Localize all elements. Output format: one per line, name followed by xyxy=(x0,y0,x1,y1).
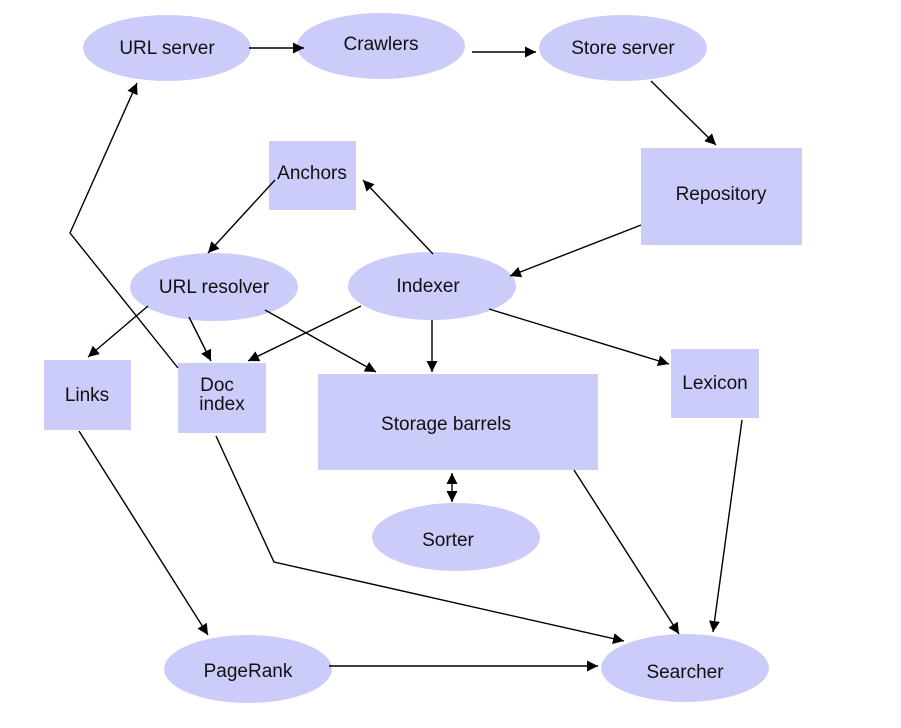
storage-barrels-node: Storage barrels xyxy=(318,374,598,470)
crawlers-label: Crawlers xyxy=(344,34,419,55)
url-server-node: URL server xyxy=(83,15,251,81)
searcher-label: Searcher xyxy=(646,662,724,683)
lexicon-node: Lexicon xyxy=(671,349,759,418)
edge-anchors-to-url-resolver xyxy=(207,179,276,254)
store-server-label: Store server xyxy=(571,38,675,59)
links-node: Links xyxy=(44,360,131,430)
edge-url-resolver-to-links xyxy=(87,305,149,358)
sorter-label: Sorter xyxy=(422,530,474,551)
edge-doc-index-to-url-server xyxy=(69,82,179,369)
pagerank-label: PageRank xyxy=(204,661,293,682)
repository-label: Repository xyxy=(676,184,767,205)
store-server-node: Store server xyxy=(539,15,707,81)
edge-repository-to-indexer xyxy=(509,224,642,278)
anchors-node: Anchors xyxy=(269,141,356,210)
edge-lexicon-to-searcher xyxy=(709,419,743,633)
crawlers-node: Crawlers xyxy=(297,13,465,79)
anchors-label: Anchors xyxy=(277,163,347,184)
doc-index-label-line2: index xyxy=(199,394,245,415)
indexer-node: Indexer xyxy=(348,252,516,320)
edge-doc-index-to-searcher xyxy=(215,435,625,644)
doc-index-label-line1: Doc xyxy=(200,375,234,396)
url-server-label: URL server xyxy=(119,38,215,59)
indexer-label: Indexer xyxy=(396,276,460,297)
sorter-node: Sorter xyxy=(372,503,540,571)
edge-indexer-to-doc-index xyxy=(247,305,362,362)
edge-url-resolver-to-storage-barrels xyxy=(264,309,377,373)
edge-links-to-pagerank xyxy=(78,430,209,636)
searcher-node: Searcher xyxy=(601,634,769,702)
edge-storage-barrels-to-searcher xyxy=(573,469,680,635)
edge-store-server-to-repository xyxy=(650,80,717,146)
url-resolver-label: URL resolver xyxy=(159,277,270,298)
doc-index-node: Doc index xyxy=(178,363,266,433)
storage-barrels-label: Storage barrels xyxy=(381,414,511,435)
edge-indexer-to-anchors xyxy=(362,179,434,255)
edge-indexer-to-lexicon xyxy=(488,308,670,367)
pagerank-node: PageRank xyxy=(164,635,332,703)
links-label: Links xyxy=(65,385,109,406)
repository-node: Repository xyxy=(641,148,802,245)
lexicon-label: Lexicon xyxy=(682,373,748,394)
url-resolver-node: URL resolver xyxy=(130,253,298,321)
edge-url-resolver-to-doc-index xyxy=(188,316,212,362)
